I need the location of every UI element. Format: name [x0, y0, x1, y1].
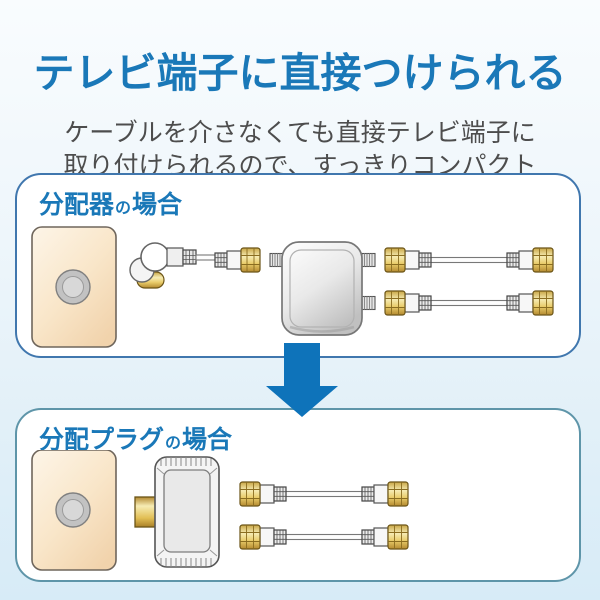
label-tail: 場合: [182, 426, 233, 454]
subtitle-line-1: ケーブルを介さなくても直接テレビ端子に: [64, 119, 536, 147]
label-main: 分配プラグ: [39, 426, 165, 454]
page-title: テレビ端子に直接つけられる: [33, 50, 567, 97]
coax-cable-icon: [195, 247, 261, 273]
plug-setup-illustration: [31, 450, 409, 571]
plug-case-panel: 分配プラグの場合: [15, 408, 581, 582]
label-main: 分配器: [39, 191, 115, 219]
down-arrow-icon: [260, 340, 344, 420]
plug-case-label: 分配プラグの場合: [39, 420, 232, 456]
page-subtitle: ケーブルを介さなくても直接テレビ端子に 取り付けられるので、すっきりコンパクト: [0, 117, 600, 183]
splitter-case-panel: 分配器の場合: [15, 173, 581, 358]
splitter-case-label: 分配器の場合: [39, 185, 182, 221]
l-shaped-connector-icon: [129, 242, 197, 289]
coax-cable-icon: [239, 481, 409, 507]
coax-cable-icon: [239, 524, 409, 550]
label-tail: 場合: [132, 191, 183, 219]
label-particle: の: [115, 200, 132, 217]
splitter-box-icon: [269, 241, 376, 336]
coax-cable-icon: [384, 247, 554, 273]
splitter-setup-illustration: [31, 226, 554, 348]
wall-tv-terminal-plate-icon: [31, 226, 117, 348]
coax-cable-icon: [384, 290, 554, 316]
wall-tv-terminal-plate-icon: [31, 450, 117, 571]
splitter-plug-icon: [134, 456, 220, 568]
label-particle: の: [165, 435, 182, 452]
